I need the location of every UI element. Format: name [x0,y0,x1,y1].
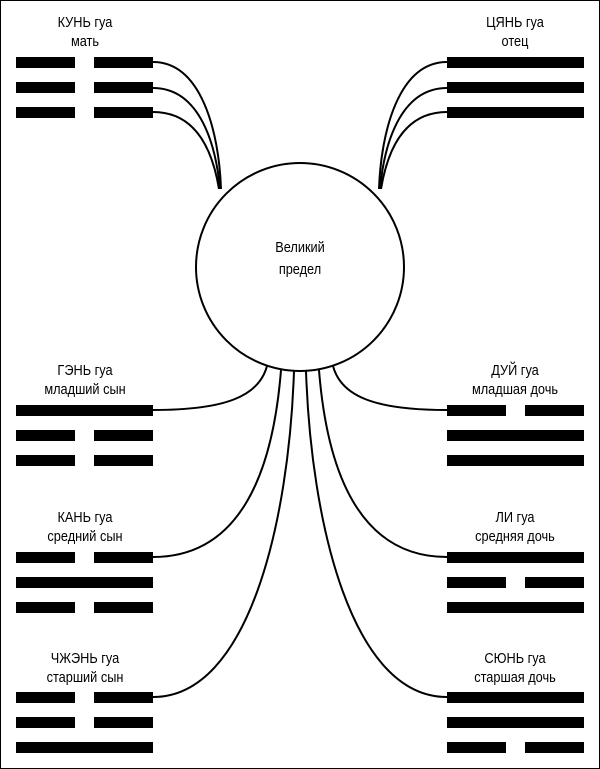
trigram-label-zhen: ЧЖЭНЬ гуа старший сын [26,649,145,687]
trigram-name: ДУЙ гуа [491,362,539,379]
yin-line-right-dui [525,405,584,416]
connector-kan [152,369,282,558]
center-label-line2: предел [278,261,322,278]
yang-line-xun [447,717,584,728]
trigram-name: СЮНЬ гуа [484,650,546,667]
connector-zhen [152,370,295,698]
yin-line-left-zhen [16,692,75,703]
connector-kun-1 [152,61,222,190]
yin-line-right-zhen [94,717,153,728]
yin-line-left-dui [447,405,506,416]
trigram-name: ЧЖЭНЬ гуа [50,650,120,667]
center-label-line1: Великий [275,239,325,256]
yin-line-right-kan [94,602,153,613]
connector-xun [305,370,448,698]
trigram-role: мать [70,33,100,50]
trigram-role: средняя дочь [475,528,555,545]
yin-line-right-zhen [94,692,153,703]
yin-line-left-gen [16,430,75,441]
connector-dui [332,365,448,411]
great-ultimate-circle [195,162,405,372]
trigram-name: ЦЯНЬ гуа [486,14,544,31]
trigram-name: КАНЬ гуа [57,509,113,526]
trigram-label-kun: КУНЬ гуа мать [26,13,145,51]
yin-line-left-kun [16,107,75,118]
trigram-label-kan: КАНЬ гуа средний сын [26,508,145,546]
yang-line-li [447,602,584,613]
yang-line-dui [447,455,584,466]
yang-line-li [447,552,584,563]
connector-qian-2 [379,87,448,190]
trigram-label-gen: ГЭНЬ гуа младший сын [26,361,145,399]
yin-line-right-kan [94,552,153,563]
yin-line-left-kun [16,57,75,68]
yin-line-right-gen [94,430,153,441]
yin-line-left-kun [16,82,75,93]
trigram-name: ЛИ гуа [495,509,535,526]
yin-line-right-gen [94,455,153,466]
trigram-role: старший сын [46,669,124,686]
yin-line-left-kan [16,602,75,613]
yin-line-right-xun [525,742,584,753]
yin-line-left-kan [16,552,75,563]
trigram-name: КУНЬ гуа [57,14,113,31]
yin-line-right-kun [94,107,153,118]
connector-qian-3 [380,111,448,190]
connector-li [318,369,448,558]
trigram-label-li: ЛИ гуа средняя дочь [456,508,575,546]
yin-line-left-li [447,577,506,588]
connector-kun-2 [152,87,221,190]
yin-line-left-gen [16,455,75,466]
connector-gen [152,365,268,411]
trigram-label-qian: ЦЯНЬ гуа отец [456,13,575,51]
yang-line-kan [16,577,153,588]
trigram-role: отец [501,33,529,50]
yang-line-gen [16,405,153,416]
yang-line-qian [447,82,584,93]
trigram-bars [16,57,584,753]
yang-line-dui [447,430,584,441]
yin-line-left-zhen [16,717,75,728]
yang-line-qian [447,57,584,68]
connector-kun-3 [152,111,220,190]
yin-line-left-xun [447,742,506,753]
yang-line-qian [447,107,584,118]
trigram-role: старшая дочь [474,669,556,686]
trigram-name: ГЭНЬ гуа [57,362,113,379]
trigram-role: средний сын [47,528,123,545]
yang-line-zhen [16,742,153,753]
trigram-label-dui: ДУЙ гуа младшая дочь [456,361,575,399]
center-label: Великий предел [241,237,360,281]
trigram-role: младшая дочь [471,381,559,398]
trigram-role: младший сын [44,381,126,398]
connector-qian-1 [378,61,448,190]
yin-line-right-kun [94,57,153,68]
yang-line-xun [447,692,584,703]
yin-line-right-kun [94,82,153,93]
trigram-label-xun: СЮНЬ гуа старшая дочь [456,649,575,687]
yin-line-right-li [525,577,584,588]
